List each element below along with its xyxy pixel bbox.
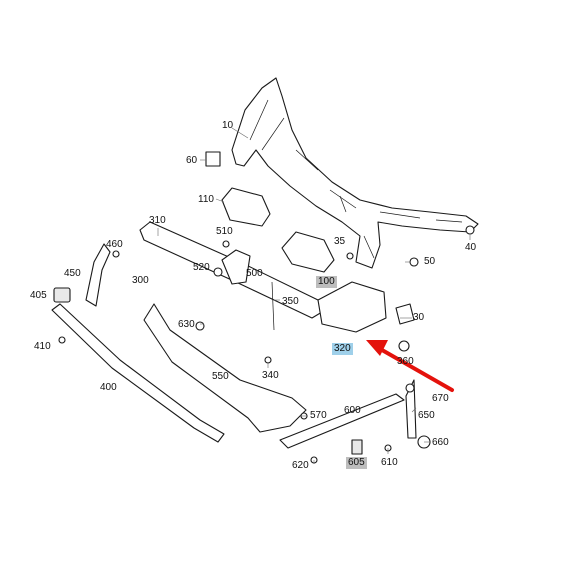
bolt-50-shape — [409, 257, 419, 267]
callout-320: 320 — [332, 343, 353, 355]
highlight-arrow — [366, 340, 454, 392]
bolt-360-shape — [398, 340, 410, 352]
bracket-30-shape — [395, 303, 415, 325]
callout-60: 60 — [186, 155, 198, 166]
callout-550: 550 — [212, 371, 229, 382]
bolt-605-shape — [351, 439, 363, 455]
bracket-320-shape — [317, 281, 387, 333]
callout-40: 40 — [465, 242, 477, 253]
callout-570: 570 — [310, 410, 327, 421]
bolt-460-shape — [112, 250, 120, 258]
callout-610: 610 — [381, 457, 398, 468]
bolt-40-shape — [465, 225, 475, 235]
callout-310: 310 — [149, 215, 166, 226]
callout-30: 30 — [413, 312, 425, 323]
callout-10: 10 — [222, 120, 234, 131]
callout-405: 405 — [30, 290, 47, 301]
callout-450: 450 — [64, 268, 81, 279]
absorber-strip-400-shape — [51, 303, 225, 443]
clip-60-shape — [205, 151, 221, 167]
callout-350: 350 — [282, 296, 299, 307]
callout-630: 630 — [178, 319, 195, 330]
callout-110: 110 — [198, 194, 214, 205]
callout-460: 460 — [106, 239, 123, 250]
callout-600: 600 — [344, 405, 361, 416]
bolt-630-shape — [195, 321, 205, 331]
bolt-510-shape — [222, 240, 230, 248]
air-guide-110-shape — [221, 187, 271, 227]
bracket-500-shape — [221, 249, 251, 285]
lower-rail-600-shape — [279, 393, 405, 449]
damper-405-shape — [53, 287, 71, 303]
callout-605: 605 — [346, 457, 367, 469]
leader-lines — [157, 127, 471, 464]
callout-670: 670 — [432, 393, 449, 404]
radiator-support-frame — [231, 77, 479, 269]
callout-660: 660 — [432, 437, 449, 448]
callout-500: 500 — [246, 268, 263, 279]
callout-410: 410 — [34, 341, 51, 352]
bolt-350-shape — [271, 281, 275, 331]
callout-100: 100 — [316, 276, 337, 288]
callout-340: 340 — [262, 370, 279, 381]
callout-360: 360 — [397, 356, 414, 367]
callout-520: 520 — [193, 262, 210, 273]
bracket-450-shape — [85, 243, 111, 307]
bolt-410-shape — [58, 336, 66, 344]
nut-670-shape — [405, 383, 415, 393]
callout-510: 510 — [216, 226, 233, 237]
callout-620: 620 — [292, 460, 309, 471]
bolt-35-shape — [346, 252, 354, 260]
lower-crossmember-550-shape — [143, 303, 307, 433]
callout-400: 400 — [100, 382, 117, 393]
air-guide-100-shape — [281, 231, 335, 273]
callout-50: 50 — [424, 256, 436, 267]
callout-650: 650 — [418, 410, 435, 421]
callout-300: 300 — [132, 275, 149, 286]
callout-35: 35 — [334, 236, 346, 247]
nut-520-shape — [213, 267, 223, 277]
